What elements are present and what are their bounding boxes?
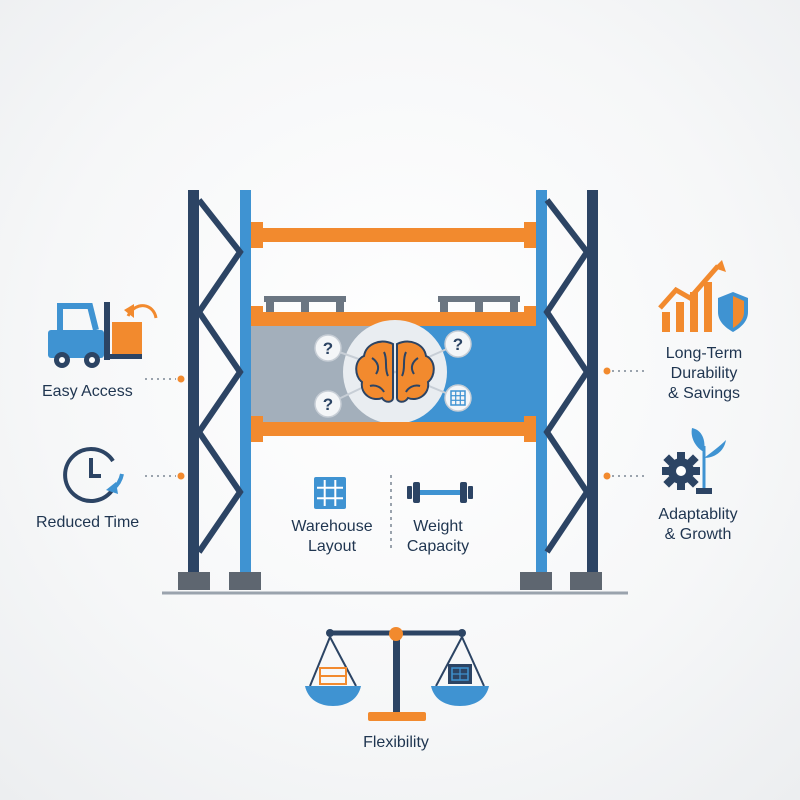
label-easy-access: Easy Access <box>42 383 133 400</box>
label-durability: Long-Term Durability & Savings <box>646 344 762 404</box>
lower-beam <box>251 416 536 442</box>
question-icon-bottom-left: ? <box>314 390 342 418</box>
connector-dot-reduced-time <box>177 472 185 480</box>
label-warehouse-layout-line1: Warehouse <box>291 518 373 535</box>
label-weight-capacity: Weight Capacity <box>392 517 484 557</box>
growth-chart-icon <box>658 260 726 332</box>
middle-beam <box>251 306 536 332</box>
svg-text:?: ? <box>453 335 463 354</box>
label-warehouse-layout-line2: Layout <box>307 538 357 555</box>
label-durability-line3: & Savings <box>667 385 741 402</box>
grid-icon-panel <box>444 384 472 412</box>
forklift-icon <box>48 302 158 368</box>
dumbbell-icon <box>407 482 473 503</box>
label-weight-capacity-line2: Capacity <box>406 538 470 555</box>
label-warehouse-layout: Warehouse Layout <box>280 517 384 557</box>
svg-text:?: ? <box>323 339 333 358</box>
label-adaptability-line2: & Growth <box>664 526 732 543</box>
balance-scale-icon <box>305 627 489 721</box>
label-flexibility: Flexibility <box>363 734 429 751</box>
left-upright-frame <box>178 190 261 590</box>
connector-dot-easy-access <box>177 375 185 383</box>
right-pallet <box>438 296 520 312</box>
gear-plant-icon <box>662 428 726 494</box>
warehouse-grid-icon <box>314 477 346 509</box>
shield-icon <box>718 292 748 332</box>
svg-text:?: ? <box>323 395 333 414</box>
top-beam <box>251 222 536 248</box>
label-weight-capacity-line1: Weight <box>413 518 463 535</box>
connector-dot-durability <box>603 367 611 375</box>
label-adaptability: Adaptablity & Growth <box>640 505 756 545</box>
label-adaptability-line1: Adaptablity <box>658 506 738 523</box>
brain-icon <box>355 340 435 403</box>
label-durability-line1: Long-Term <box>665 345 743 362</box>
question-icon-top-left: ? <box>314 334 342 362</box>
label-reduced-time: Reduced Time <box>36 514 140 531</box>
right-upright-frame <box>520 190 602 590</box>
question-icon-top-right: ? <box>444 330 472 358</box>
clock-icon <box>63 447 124 503</box>
connector-dot-adaptability <box>603 472 611 480</box>
left-pallet <box>264 296 346 312</box>
label-durability-line2: Durability <box>670 365 738 382</box>
